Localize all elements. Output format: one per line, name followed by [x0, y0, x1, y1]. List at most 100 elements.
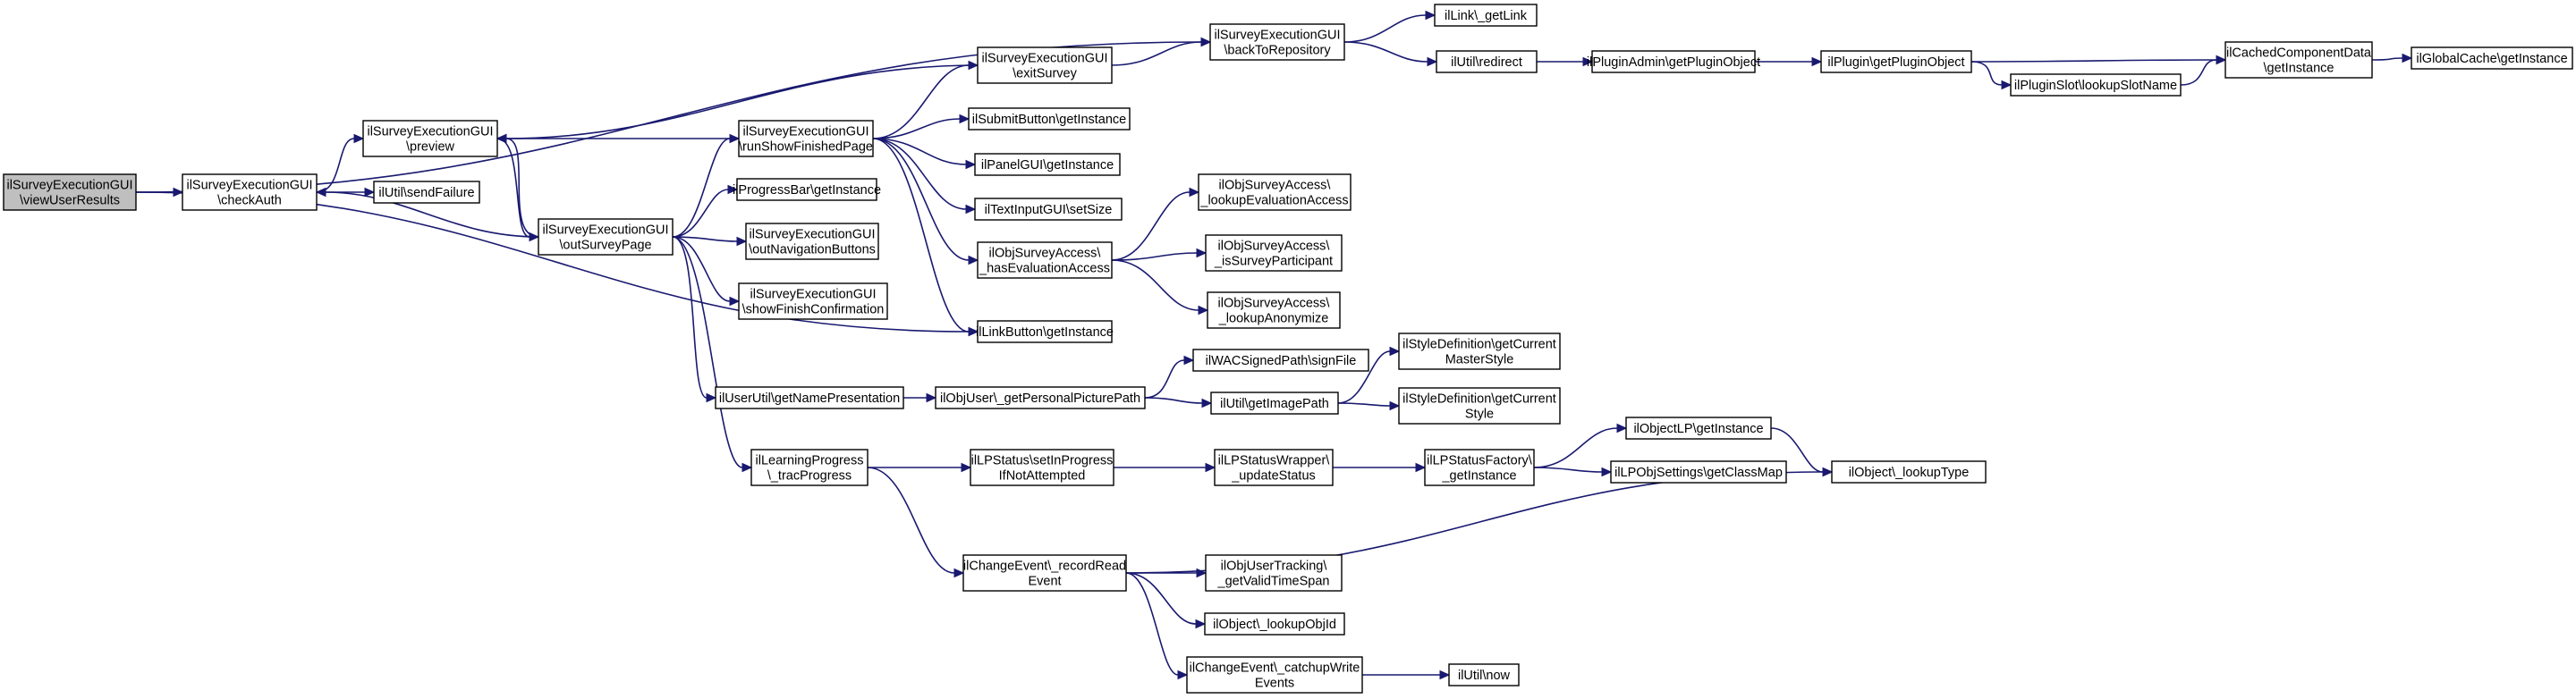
function-node[interactable]: ilUtil\getImagePath	[1210, 392, 1339, 415]
function-node[interactable]: ilSurveyExecutionGUI\showFinishConfirmat…	[738, 282, 888, 320]
function-node[interactable]: ilObjSurveyAccess\_lookupAnonymize	[1207, 291, 1341, 329]
node-label: ilWACSignedPath\signFile	[1206, 354, 1357, 368]
function-node[interactable]: ilLinkButton\getInstance	[976, 320, 1114, 343]
node-label: ilGlobalCache\getInstance	[2416, 52, 2567, 66]
call-edge	[1144, 355, 1195, 399]
edge-arrowhead	[727, 184, 739, 195]
edge-arrowhead	[1439, 670, 1451, 680]
edge-arrowhead	[1201, 398, 1213, 408]
node-box	[1820, 50, 1972, 73]
function-node[interactable]: ilSurveyExecutionGUI\backToRepository	[1209, 23, 1345, 61]
call-edge	[672, 236, 753, 473]
node-box	[2224, 41, 2373, 79]
function-node[interactable]: ilSurveyExecutionGUI\outSurveyPage	[538, 218, 674, 256]
call-edge	[872, 138, 979, 337]
node-box	[1198, 173, 1352, 211]
node-label: ilObjSurveyAccess\	[1218, 297, 1331, 311]
edge-arrowhead	[968, 60, 979, 71]
edge-arrowhead	[1189, 187, 1200, 198]
function-node[interactable]: ilSurveyExecutionGUI\runShowFinishedPage	[738, 120, 874, 157]
function-node[interactable]: ilProgressBar\getInstance	[733, 178, 881, 201]
node-label: \checkAuth	[217, 194, 282, 208]
call-edge	[1533, 467, 1613, 477]
function-node[interactable]: ilObjSurveyAccess\_lookupEvaluationAcces…	[1198, 173, 1352, 211]
function-node[interactable]: ilLPObjSettings\getClassMap	[1610, 460, 1787, 484]
call-edge	[1111, 187, 1200, 261]
node-box	[373, 181, 480, 204]
node-label: \backToRepository	[1224, 44, 1331, 58]
edge-line	[2180, 59, 2217, 86]
node-label: ilChangeEvent\_catchupWrite	[1190, 661, 1360, 676]
node-label: ilSurveyExecutionGUI	[749, 228, 875, 242]
edge-line	[1111, 191, 1191, 261]
function-node[interactable]: ilPanelGUI\getInstance	[974, 153, 1121, 176]
node-label: ilSurveyExecutionGUI	[742, 125, 869, 139]
call-edge	[867, 462, 972, 473]
call-edge	[1126, 568, 1208, 578]
node-label: _isSurveyParticipant	[1214, 255, 1333, 269]
call-graph-nodes: ilSurveyExecutionGUI\viewUserResults ilSu…	[3, 4, 2573, 694]
function-node[interactable]: ilSubmitButton\getInstance	[968, 107, 1131, 131]
call-edge	[2371, 53, 2413, 63]
function-node[interactable]: ilCachedComponentData\getInstance	[2224, 41, 2373, 79]
call-edge	[872, 114, 970, 139]
function-node[interactable]: ilObjectLP\getInstance	[1625, 417, 1772, 440]
node-label: Events	[1255, 677, 1294, 691]
function-node[interactable]: ilWACSignedPath\signFile	[1192, 349, 1369, 372]
function-node[interactable]: ilPluginAdmin\getPluginObject	[1587, 50, 1760, 73]
node-label: ilStyleDefinition\getCurrent	[1402, 392, 1556, 407]
function-node[interactable]: ilLink\_getLink	[1434, 4, 1538, 27]
function-node[interactable]: ilTextInputGUI\setSize	[974, 198, 1123, 221]
function-node[interactable]: ilGlobalCache\getInstance	[2411, 46, 2573, 70]
function-node[interactable]: ilObject\_lookupType	[1831, 460, 1987, 484]
node-label: ilChangeEvent\_recordRead	[963, 560, 1126, 574]
function-node[interactable]: ilObjUser\_getPersonalPicturePath	[935, 386, 1146, 409]
function-node[interactable]: ilSurveyExecutionGUI\checkAuth	[182, 173, 318, 211]
node-box	[1398, 387, 1561, 425]
call-edge	[672, 184, 739, 238]
function-node[interactable]: ilLPStatusFactory\_getInstance	[1424, 449, 1535, 486]
edge-arrowhead	[968, 255, 979, 265]
function-node[interactable]: ilUtil\sendFailure	[373, 181, 480, 204]
node-box	[977, 320, 1113, 343]
node-label: \preview	[406, 140, 455, 155]
function-node[interactable]: ilUtil\redirect	[1436, 50, 1538, 73]
function-node[interactable]: ilUserUtil\getNamePresentation	[715, 386, 904, 409]
function-node[interactable]: ilSurveyExecutionGUI\outNavigationButton…	[745, 223, 879, 260]
call-edge	[1111, 37, 1212, 66]
function-node[interactable]: ilSurveyExecutionGUI\preview	[362, 120, 498, 157]
function-node[interactable]: ilSurveyExecutionGUI\exitSurvey	[977, 46, 1113, 84]
node-box	[1625, 417, 1772, 440]
node-box	[1436, 50, 1538, 73]
edge-line	[872, 138, 967, 165]
function-node[interactable]: ilObjSurveyAccess\_isSurveyParticipant	[1205, 234, 1343, 272]
function-node[interactable]: ilLearningProgress\_tracProgress	[750, 449, 869, 486]
edge-arrowhead	[1822, 467, 1834, 477]
edge-arrowhead	[1389, 346, 1401, 357]
function-node[interactable]: ilPluginSlot\lookupSlotName	[2010, 73, 2182, 97]
function-node[interactable]: ilObjUserTracking\_getValidTimeSpan	[1205, 554, 1343, 592]
node-label: ilUtil\sendFailure	[378, 186, 474, 200]
edge-line	[672, 189, 729, 238]
edge-arrowhead	[1427, 56, 1438, 67]
node-label: ilStyleDefinition\getCurrent	[1402, 338, 1556, 352]
function-node[interactable]: ilPlugin\getPluginObject	[1820, 50, 1972, 73]
function-node-root[interactable]: ilSurveyExecutionGUI\viewUserResults	[3, 173, 137, 211]
edge-line	[872, 138, 970, 261]
function-node[interactable]: ilLPStatusWrapper\_updateStatus	[1214, 449, 1334, 486]
call-edge	[867, 467, 965, 578]
function-node[interactable]: ilObjSurveyAccess\_hasEvaluationAccess	[977, 241, 1113, 279]
function-node[interactable]: ilObject\_lookupObjId	[1204, 612, 1345, 636]
edge-line	[1144, 359, 1185, 399]
function-node[interactable]: ilUtil\now	[1448, 663, 1520, 686]
node-box	[362, 120, 498, 157]
node-label: ilLink\_getLink	[1445, 9, 1528, 23]
edge-arrowhead	[965, 159, 977, 170]
edge-arrowhead	[965, 204, 977, 215]
node-box	[1831, 460, 1987, 484]
